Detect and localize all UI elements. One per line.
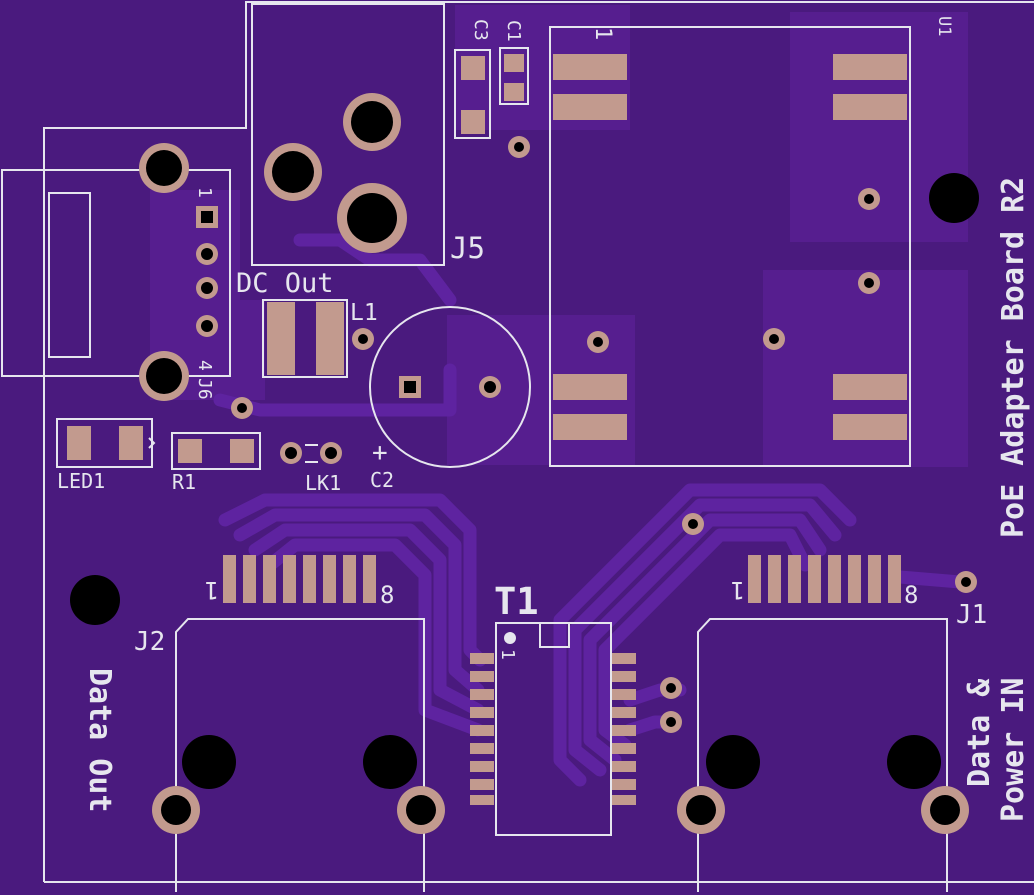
dc-out-label: DC Out [236,268,334,299]
l1-pad [267,302,295,375]
u1-pad [553,54,627,80]
t1-label: T1 [494,580,539,623]
data-power-label-line1: Data & [962,678,997,787]
c1-pad [504,83,524,101]
u1-pad [833,54,907,80]
u1-pad [833,374,907,400]
j1-pin-pads [748,555,901,603]
j2-pin-pads [223,555,376,603]
board-title: PoE Adapter Board R2 [996,177,1031,538]
data-power-label-line2: Power IN [996,678,1031,823]
j2-pin-left-label: 1 [205,576,219,604]
led1-label: LED1 [57,469,105,493]
t1-pin1-label: 1 [497,649,518,660]
j2-label: J2 [134,627,165,657]
smd-pads [67,54,907,463]
u1-pad [553,414,627,440]
r1-pad [230,439,254,463]
lk1-label: LK1 [305,471,341,495]
vias [231,136,977,733]
u1-pad [833,94,907,120]
u1-pad [553,374,627,400]
j6-label: J6 [194,378,215,400]
r1-pad [178,439,202,463]
u1-pad [833,414,907,440]
j6-pin4-label: 4 [194,360,215,371]
c3-pad [461,56,485,80]
c3-label: C3 [470,19,491,41]
l1-pad [316,302,344,375]
through-hole-pads [139,93,969,834]
j5-label: J5 [450,231,485,265]
led1-pad [67,426,91,460]
copper-traces [213,233,967,787]
j2-pin-right-label: 8 [380,581,394,609]
c3-pad [461,110,485,134]
u1-label: U1 [934,16,954,36]
t1-pin1-dot [504,632,516,644]
j1-pin-right-label: 8 [904,581,918,609]
u1-pad [553,94,627,120]
j1-pin-left-label: 1 [731,576,745,604]
led1-pad [119,426,143,460]
data-out-label: Data Out [82,668,117,813]
c2-plus-label: + [372,438,388,468]
t1-pads [470,653,636,805]
c2-label: C2 [370,468,394,492]
c1-pad [504,54,524,72]
l1-label: L1 [350,300,378,326]
r1-label: R1 [172,470,196,494]
u1-pin1-label: 1 [590,27,615,40]
c1-label: C1 [503,20,524,42]
j1-label: J1 [956,600,987,630]
mounting-holes [70,173,979,789]
j6-pin1-label: 1 [194,187,215,198]
